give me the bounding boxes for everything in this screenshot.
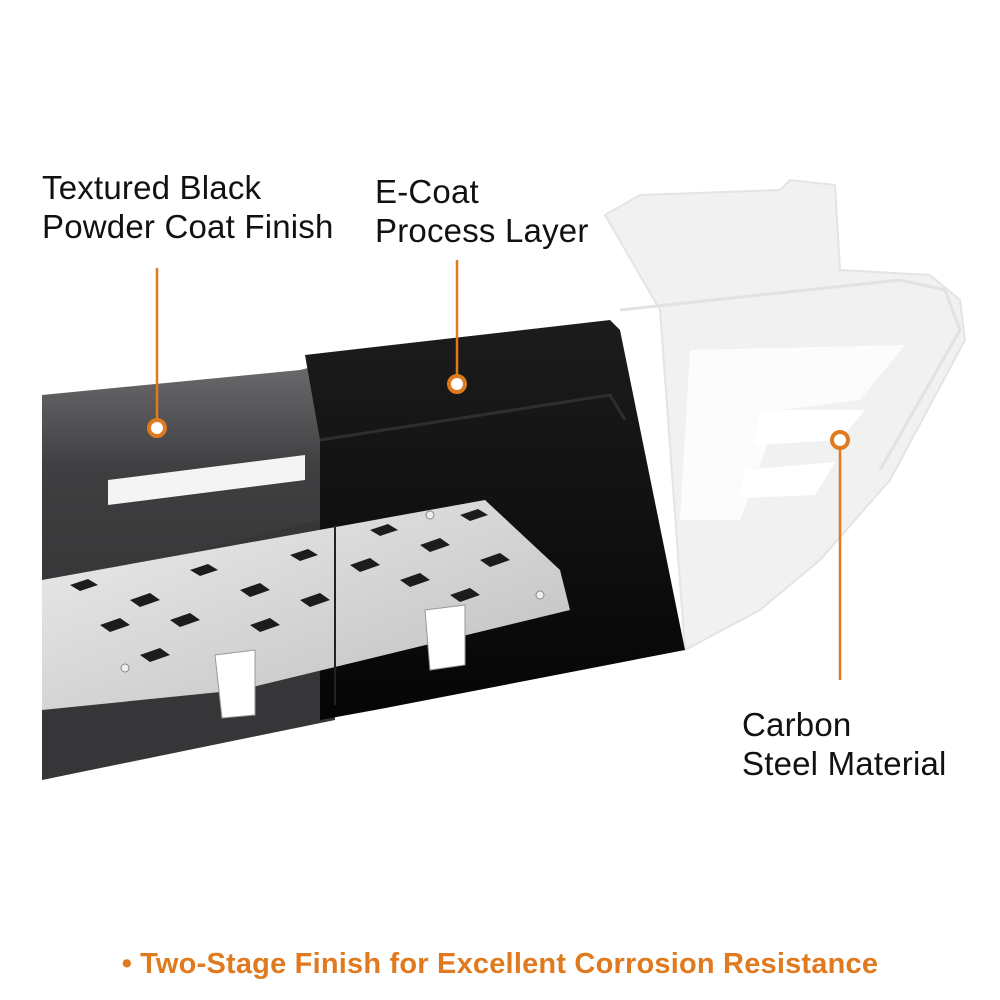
callout-line-2: Steel Material: [742, 745, 947, 782]
callout-carbon-steel-label: Carbon Steel Material: [742, 705, 947, 783]
carbon-steel-section: [603, 178, 967, 652]
feature-caption-text: Two-Stage Finish for Excellent Corrosion…: [140, 948, 879, 980]
callout-line-1: E-Coat: [375, 173, 479, 210]
callout-dot-powder: [147, 418, 167, 438]
callout-dot-steel: [830, 430, 850, 450]
tread-plate: [42, 500, 570, 719]
callout-line-2: Powder Coat Finish: [42, 208, 334, 245]
callout-pointers: [147, 260, 850, 680]
bullet-icon: •: [121, 948, 133, 980]
callout-dot-ecoat: [447, 374, 467, 394]
callout-line-2: Process Layer: [375, 212, 589, 249]
callout-line-1: Textured Black: [42, 169, 262, 206]
callout-line-1: Carbon: [742, 706, 852, 743]
callout-ecoat-label: E-Coat Process Layer: [375, 172, 589, 250]
diamond-pattern: [70, 509, 510, 662]
feature-caption: •Two-Stage Finish for Excellent Corrosio…: [0, 948, 1000, 981]
callout-powder-coat-label: Textured Black Powder Coat Finish: [42, 168, 334, 246]
